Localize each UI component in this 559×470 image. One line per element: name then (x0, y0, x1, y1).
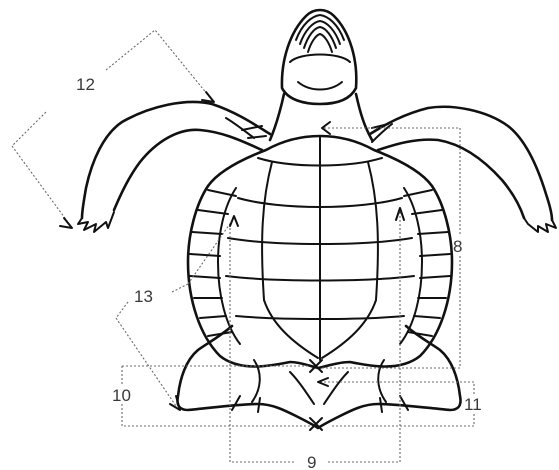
guide-12-arrowhead-upper (202, 92, 214, 102)
label-carapace-width: 9 (307, 453, 316, 470)
label-tail-length: 11 (464, 395, 482, 414)
guide-13-arrowhead-upper (230, 216, 238, 226)
guide-8-lower (320, 256, 460, 368)
guide-11-bottom (330, 414, 474, 426)
guide-9-right (328, 212, 400, 462)
guide-12-upper (106, 30, 212, 100)
turtle-neck (270, 94, 372, 140)
left-front-flipper (78, 102, 270, 232)
guide-11-arrowhead (318, 378, 328, 386)
guide-13-upper (172, 284, 188, 292)
turtle-head (282, 10, 356, 104)
carapace (188, 136, 452, 368)
guide-11-top (320, 382, 474, 394)
guide-13-curve-start (188, 218, 234, 284)
measurement-guides (12, 30, 474, 462)
guide-8-upper (324, 128, 460, 236)
label-carapace-length: 8 (453, 237, 462, 256)
guide-12-arrowhead-lower (60, 218, 72, 228)
label-flipper-length: 12 (76, 75, 95, 94)
label-rear-flipper-length: 10 (112, 386, 131, 405)
label-carapace-curve: 13 (134, 287, 153, 306)
guide-12-lower (12, 112, 70, 225)
